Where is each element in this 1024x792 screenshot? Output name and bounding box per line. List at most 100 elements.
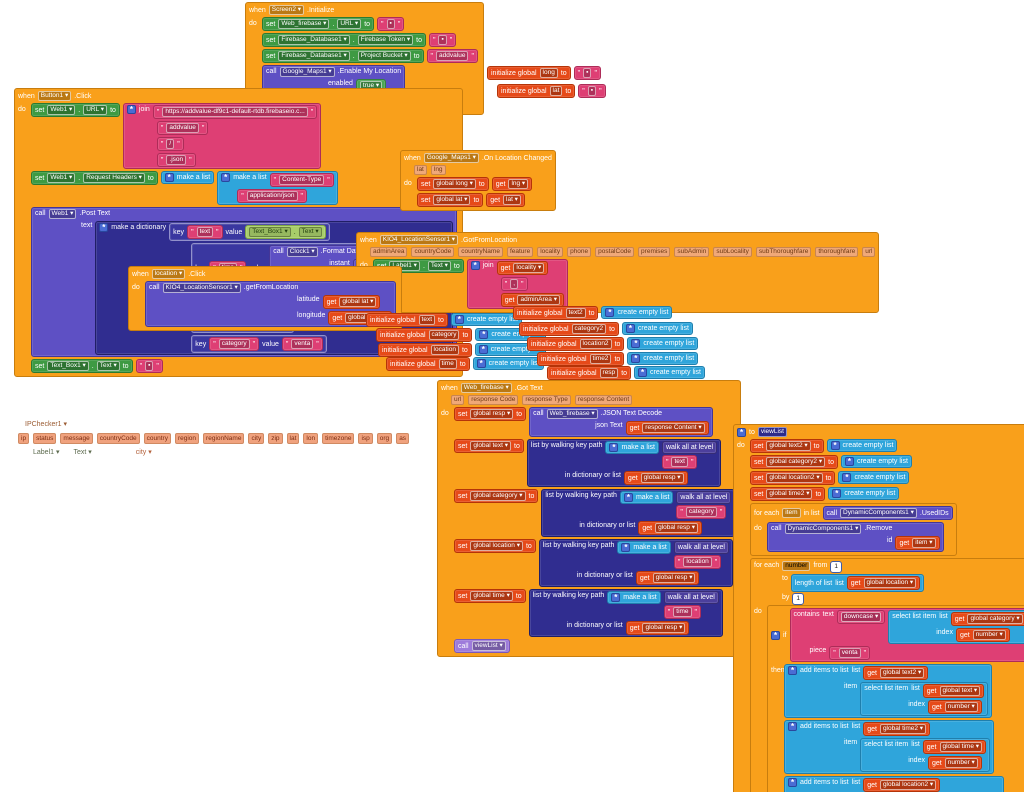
- component-dropdown[interactable]: Label1 ▾: [33, 449, 60, 456]
- component-dropdown[interactable]: Firebase_Database1 ▾: [278, 35, 350, 45]
- create-empty-list-block[interactable]: *create empty list: [621, 322, 693, 335]
- text-string-block[interactable]: "addvalue": [426, 49, 478, 63]
- property-dropdown[interactable]: Project Bucket ▾: [357, 51, 411, 61]
- variable-name-field[interactable]: lat: [549, 86, 563, 96]
- string-value[interactable]: location: [683, 557, 712, 567]
- text-string-block[interactable]: "category": [209, 337, 260, 351]
- text-string-block[interactable]: "application/json": [237, 189, 308, 203]
- component-dropdown[interactable]: location ▾: [151, 269, 186, 279]
- variable-dropdown[interactable]: item ▾: [912, 538, 936, 548]
- component-dropdown[interactable]: Button1 ▾: [37, 91, 72, 101]
- variable-dropdown[interactable]: number ▾: [944, 702, 978, 712]
- variable-dropdown[interactable]: global location ▾: [863, 578, 917, 588]
- property-dropdown[interactable]: Text ▾: [427, 261, 451, 271]
- mutator-icon[interactable]: *: [737, 427, 746, 437]
- variable-dropdown[interactable]: global resp ▾: [642, 623, 686, 633]
- variable-dropdown[interactable]: global location ▾: [470, 541, 523, 551]
- component-dropdown[interactable]: Web_firebase ▾: [278, 19, 330, 29]
- text-string-block[interactable]: "time": [663, 605, 702, 619]
- walk-all-at-level-block[interactable]: walk all at level: [663, 591, 719, 604]
- variable-dropdown[interactable]: global time2 ▾: [879, 724, 927, 734]
- property-dropdown[interactable]: Text ▾: [96, 361, 120, 371]
- variable-dropdown[interactable]: global resp ▾: [655, 523, 698, 533]
- mutator-icon[interactable]: *: [605, 308, 615, 317]
- create-empty-list-block[interactable]: *create empty list: [601, 306, 673, 319]
- component-dropdown[interactable]: Clock1 ▾: [286, 247, 318, 257]
- component-dropdown[interactable]: Firebase_Database1 ▾: [278, 51, 350, 61]
- component-dropdown[interactable]: KIO4_LocationSensor1 ▾: [379, 235, 459, 245]
- variable-dropdown[interactable]: global time2 ▾: [766, 489, 813, 499]
- create-empty-list-block[interactable]: *create empty list: [826, 439, 898, 452]
- number-block[interactable]: 1: [830, 561, 842, 573]
- variable-dropdown[interactable]: global lat ▾: [433, 195, 471, 205]
- variable-dropdown[interactable]: adminArea ▾: [517, 295, 560, 305]
- string-value[interactable]: venta: [838, 648, 861, 658]
- mutator-icon[interactable]: *: [623, 493, 633, 502]
- string-value[interactable]: ▪: [583, 68, 592, 78]
- loop-var-field[interactable]: item: [782, 508, 801, 518]
- mutator-icon[interactable]: *: [830, 441, 840, 450]
- mutator-icon[interactable]: *: [788, 722, 797, 731]
- variable-dropdown[interactable]: global resp ▾: [470, 409, 514, 419]
- variable-dropdown[interactable]: locality ▾: [513, 263, 545, 273]
- string-value[interactable]: application/json: [246, 191, 298, 201]
- string-value[interactable]: ▪: [587, 86, 597, 96]
- text-string-block[interactable]: ".json": [156, 153, 196, 167]
- mutator-icon[interactable]: *: [631, 339, 641, 348]
- variable-dropdown[interactable]: global text2 ▾: [766, 441, 811, 451]
- walk-all-at-level-block[interactable]: walk all at level: [673, 541, 729, 554]
- create-empty-list-block[interactable]: *create empty list: [634, 366, 705, 379]
- property-dropdown[interactable]: Request Headers ▾: [83, 173, 145, 183]
- string-value[interactable]: ,: [510, 279, 519, 289]
- mutator-icon[interactable]: *: [470, 261, 480, 270]
- mutator-icon[interactable]: *: [631, 354, 641, 363]
- component-dropdown[interactable]: Web1 ▾: [48, 209, 77, 219]
- variable-dropdown[interactable]: global category ▾: [967, 614, 1023, 624]
- text-string-block[interactable]: "addvalue": [156, 121, 209, 135]
- variable-dropdown[interactable]: global resp ▾: [652, 573, 696, 583]
- component-dropdown[interactable]: DynamicComponents1 ▾: [840, 508, 917, 518]
- component-dropdown[interactable]: KIO4_LocationSensor1 ▾: [162, 283, 241, 293]
- variable-dropdown[interactable]: global lat ▾: [339, 297, 377, 307]
- create-empty-list-block[interactable]: *create empty list: [840, 455, 912, 468]
- string-value[interactable]: ▪: [438, 35, 447, 45]
- component-dropdown[interactable]: IPChecker1 ▾: [25, 421, 68, 428]
